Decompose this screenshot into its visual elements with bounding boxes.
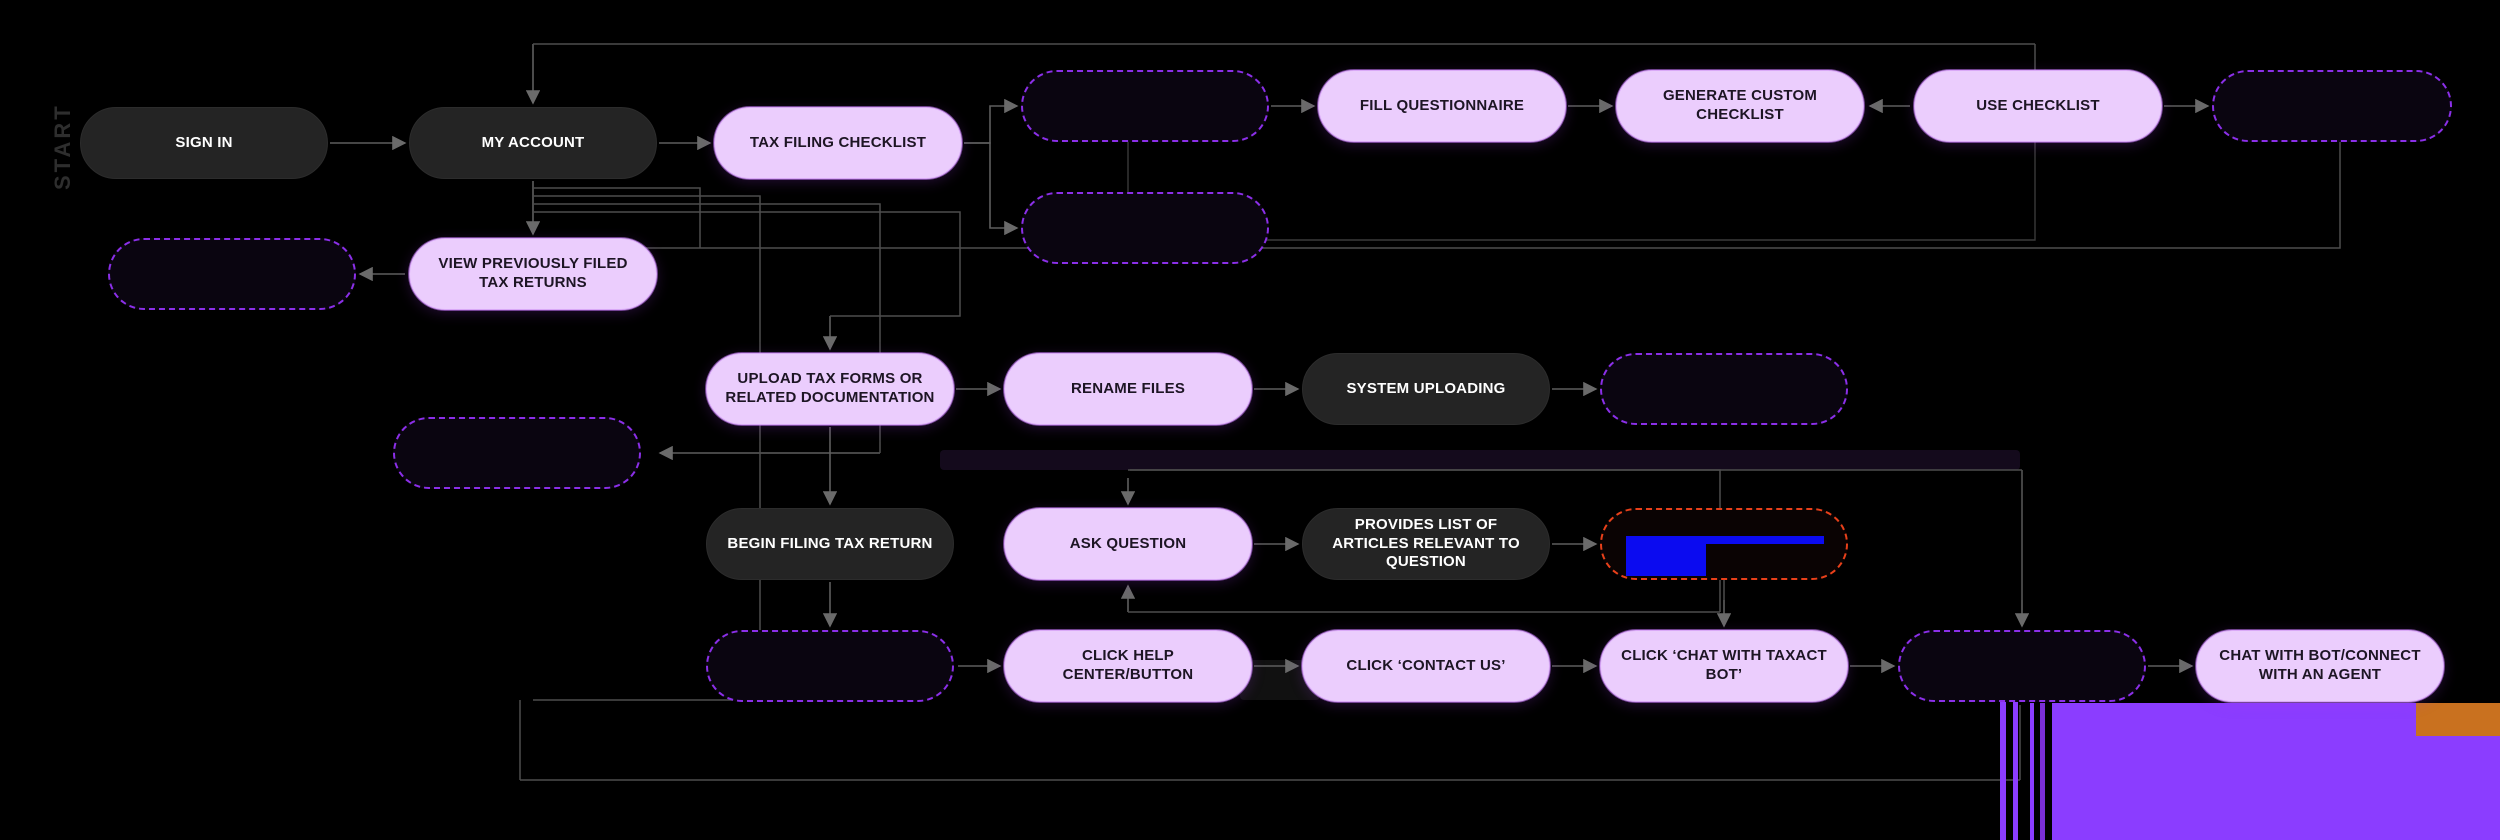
node-placeholder-5[interactable] xyxy=(393,417,641,489)
node-label: RENAME FILES xyxy=(1070,379,1186,397)
node-placeholder-8[interactable] xyxy=(1898,630,2146,702)
node-rename-files[interactable]: RENAME FILES xyxy=(1004,353,1252,425)
node-label: CHAT WITH BOT/CONNECT WITH AN AGENT xyxy=(2219,647,2421,683)
accent-band-alt xyxy=(2420,703,2500,736)
node-click-help-center[interactable]: CLICK HELP CENTER/BUTTON xyxy=(1004,630,1252,702)
node-label: SIGN IN xyxy=(175,133,233,151)
node-label: GENERATE CUSTOM CHECKLIST xyxy=(1662,87,1818,123)
node-fill-questionnaire[interactable]: FILL QUESTIONNAIRE xyxy=(1318,70,1566,142)
node-placeholder-4[interactable] xyxy=(108,238,356,310)
node-tax-filing-checklist[interactable]: TAX FILING CHECKLIST xyxy=(714,107,962,179)
node-label: TAX FILING CHECKLIST xyxy=(749,133,927,151)
node-label: CLICK HELP CENTER/BUTTON xyxy=(1062,647,1194,683)
node-label: PROVIDES LIST OF ARTICLES RELEVANT TO QU… xyxy=(1332,515,1520,571)
node-ask-question[interactable]: ASK QUESTION xyxy=(1004,508,1252,580)
node-label: CLICK ‘CHAT WITH TAXACT BOT’ xyxy=(1621,647,1827,683)
progress-bar xyxy=(1626,536,1824,544)
node-label: USE CHECKLIST xyxy=(1976,96,2100,114)
node-placeholder-1[interactable] xyxy=(1021,70,1269,142)
node-selected-progress[interactable] xyxy=(1600,508,1848,580)
node-label: MY ACCOUNT xyxy=(481,133,585,151)
accent-stripe-5 xyxy=(2030,703,2034,840)
node-provides-list-of-articles[interactable]: PROVIDES LIST OF ARTICLES RELEVANT TO QU… xyxy=(1302,508,1550,580)
node-label: VIEW PREVIOUSLY FILED TAX RETURNS xyxy=(438,255,628,291)
start-label: START xyxy=(50,103,75,190)
node-click-chat-with-taxact-bot[interactable]: CLICK ‘CHAT WITH TAXACT BOT’ xyxy=(1600,630,1848,702)
accent-stripe-2 xyxy=(2013,700,2018,840)
node-label: CLICK ‘CONTACT US’ xyxy=(1346,656,1506,674)
node-use-checklist[interactable]: USE CHECKLIST xyxy=(1914,70,2162,142)
accent-stripe-4 xyxy=(2416,703,2420,736)
node-placeholder-6[interactable] xyxy=(1600,353,1848,425)
node-view-previously-filed-tax-returns[interactable]: VIEW PREVIOUSLY FILED TAX RETURNS xyxy=(409,238,657,310)
node-label: ASK QUESTION xyxy=(1069,534,1187,552)
accent-stripe-3 xyxy=(2040,703,2045,840)
node-click-contact-us[interactable]: CLICK ‘CONTACT US’ xyxy=(1302,630,1550,702)
node-system-uploading[interactable]: SYSTEM UPLOADING xyxy=(1302,353,1550,425)
accent-stripe-1 xyxy=(2000,700,2006,840)
node-begin-filing-tax-return[interactable]: BEGIN FILING TAX RETURN xyxy=(706,508,954,580)
artifact-ghost-9 xyxy=(940,450,2020,470)
node-generate-custom-checklist[interactable]: GENERATE CUSTOM CHECKLIST xyxy=(1616,70,1864,142)
node-upload-tax-forms[interactable]: UPLOAD TAX FORMS OR RELATED DOCUMENTATIO… xyxy=(706,353,954,425)
node-label: UPLOAD TAX FORMS OR RELATED DOCUMENTATIO… xyxy=(725,370,935,406)
node-label: FILL QUESTIONNAIRE xyxy=(1359,96,1525,114)
node-chat-with-bot-connect-agent[interactable]: CHAT WITH BOT/CONNECT WITH AN AGENT xyxy=(2196,630,2444,702)
node-placeholder-7[interactable] xyxy=(706,630,954,702)
node-sign-in[interactable]: SIGN IN xyxy=(80,107,328,179)
node-label: BEGIN FILING TAX RETURN xyxy=(727,534,933,552)
node-my-account[interactable]: MY ACCOUNT xyxy=(409,107,657,179)
node-label: SYSTEM UPLOADING xyxy=(1346,379,1506,397)
node-placeholder-3[interactable] xyxy=(2212,70,2452,142)
node-placeholder-2[interactable] xyxy=(1021,192,1269,264)
